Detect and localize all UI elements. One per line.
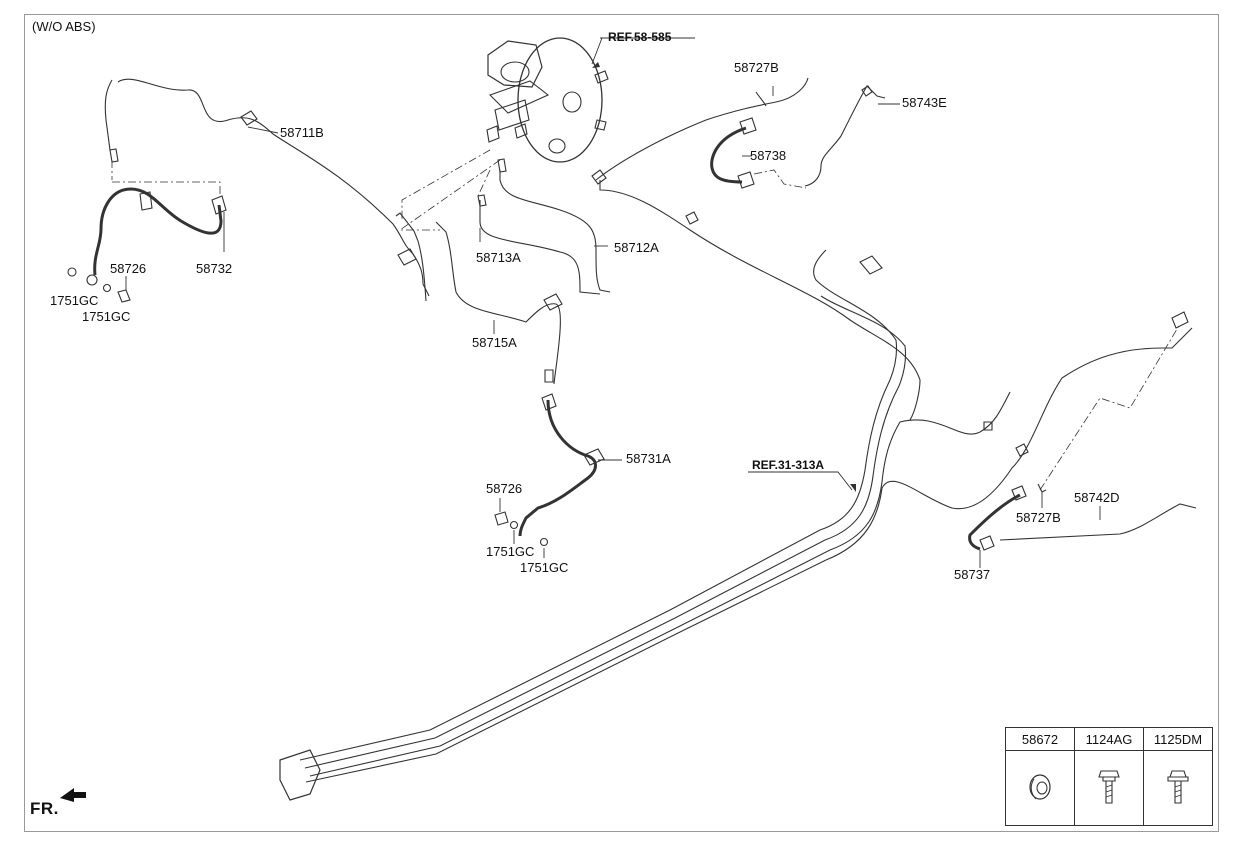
- leader-lines: [125, 37, 1101, 568]
- parts-table-header[interactable]: 58672: [1005, 727, 1075, 751]
- part-label-58712a[interactable]: 58712A: [614, 240, 659, 255]
- grommet-icon: [1029, 773, 1051, 800]
- part-label-58727b[interactable]: 58727B: [1016, 510, 1061, 525]
- diagram-frame: [24, 14, 1219, 832]
- part-label-58737[interactable]: 58737: [954, 567, 991, 582]
- part-label-58732[interactable]: 58732: [196, 261, 233, 276]
- parts-table-cell: [1074, 750, 1144, 826]
- parts-table-cell: [1143, 750, 1213, 826]
- part-label-58711b[interactable]: 58711B: [280, 125, 324, 140]
- part-label-58726[interactable]: 58726: [486, 481, 523, 496]
- line-58742d: [999, 503, 1197, 541]
- part-label-58742d[interactable]: 58742D: [1074, 490, 1120, 505]
- part-label-1751gc[interactable]: 1751GC: [50, 293, 99, 308]
- main-brake-lines: [299, 77, 1193, 783]
- hose-58738: [710, 126, 747, 184]
- part-label-58726[interactable]: 58726: [110, 261, 147, 276]
- front-label-text: FR.: [30, 799, 59, 818]
- parts-table-cell: [1005, 750, 1075, 826]
- flange-bolt-icon: [1167, 769, 1189, 804]
- brake-booster: [517, 37, 609, 163]
- part-label-1751gc[interactable]: 1751GC: [486, 544, 535, 559]
- parts-table: 58672 1124AG 1125DM: [1005, 727, 1213, 826]
- bolt-icon: [1098, 769, 1120, 804]
- ref-label-lines[interactable]: REF.31-313A: [752, 458, 825, 472]
- line-58743e: [804, 85, 886, 187]
- front-arrow-icon: [60, 788, 86, 802]
- line-58711b: [104, 78, 430, 297]
- hose-58737: [968, 493, 1021, 551]
- front-direction-label: FR.: [30, 799, 59, 819]
- part-label-1751gc[interactable]: 1751GC: [520, 560, 569, 575]
- part-label-1751gc[interactable]: 1751GC: [82, 309, 131, 324]
- parts-table-header[interactable]: 1124AG: [1074, 727, 1144, 751]
- diagram-title: (W/O ABS): [32, 19, 96, 34]
- part-label-58731a[interactable]: 58731A: [626, 451, 671, 466]
- master-cylinder: [486, 40, 550, 143]
- hose-58732: [93, 187, 223, 276]
- part-label-58715a[interactable]: 58715A: [472, 335, 517, 350]
- line-58713a: [479, 200, 601, 295]
- hose-58731a: [518, 399, 597, 537]
- ref-label-booster[interactable]: REF.58-585: [608, 30, 672, 44]
- line-58715a: [435, 221, 561, 385]
- parts-table-header[interactable]: 1125DM: [1143, 727, 1213, 751]
- reference-dash-lines: [111, 149, 1181, 491]
- part-label-58727b[interactable]: 58727B: [734, 60, 779, 75]
- line-58712a: [499, 170, 611, 293]
- part-label-58743e[interactable]: 58743E: [902, 95, 947, 110]
- part-label-58738[interactable]: 58738: [750, 148, 787, 163]
- part-label-58713a[interactable]: 58713A: [476, 250, 521, 265]
